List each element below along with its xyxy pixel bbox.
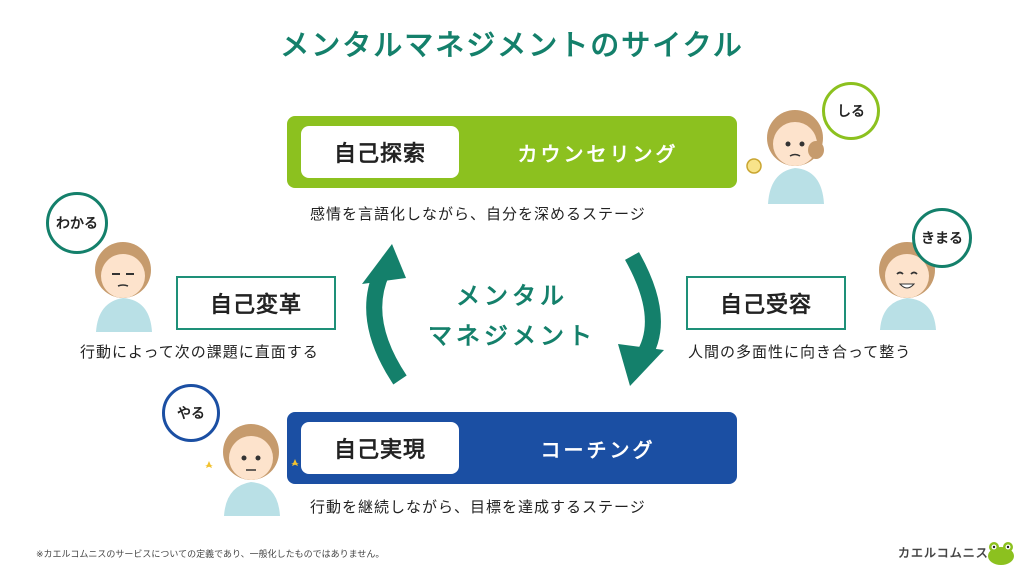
center-line-2: マネジメント [428, 322, 596, 350]
center-line-1: メンタル [456, 282, 568, 310]
stage-self-exploration: 自己探索 カウンセリング [287, 116, 737, 188]
stage-coaching-label: コーチング [540, 437, 656, 462]
page-title: メンタルマネジメントのサイクル [280, 28, 744, 62]
stage-self-exploration-desc: 感情を言語化しながら、自分を深めるステージ [310, 205, 646, 223]
character-struggling-icon [95, 242, 152, 332]
arrow-down-right-icon [618, 252, 664, 386]
cycle-center-label: メンタル マネジメント [402, 276, 622, 356]
stage-self-acceptance: 自己受容 [686, 276, 846, 330]
bubble-yaru: やる [162, 384, 220, 442]
bubble-kimaru: きまる [912, 208, 972, 268]
stage-counseling-label: カウンセリング [517, 141, 679, 166]
stage-self-realization-desc: 行動を継続しながら、目標を達成するステージ [310, 498, 646, 516]
frog-logo-icon [988, 542, 1014, 565]
arrow-up-left-icon [362, 244, 407, 385]
bubble-wakaru: わかる [46, 192, 108, 254]
stage-self-transformation-desc: 行動によって次の課題に直面する [80, 343, 319, 361]
stage-self-realization: 自己実現 コーチング [287, 412, 737, 484]
character-thinking-icon [746, 110, 824, 204]
stage-self-acceptance-desc: 人間の多面性に向き合って整う [688, 343, 912, 361]
bubble-shiru: しる [822, 82, 880, 140]
character-determined-icon [205, 424, 299, 516]
stage-self-exploration-chip: 自己探索 [301, 126, 459, 178]
footnote: ※カエルコムニスのサービスについての定義であり、一般化したものではありません。 [36, 550, 385, 560]
brand-name: カエルコムニス [898, 546, 989, 560]
stage-self-realization-chip: 自己実現 [301, 422, 459, 474]
stage-self-transformation: 自己変革 [176, 276, 336, 330]
